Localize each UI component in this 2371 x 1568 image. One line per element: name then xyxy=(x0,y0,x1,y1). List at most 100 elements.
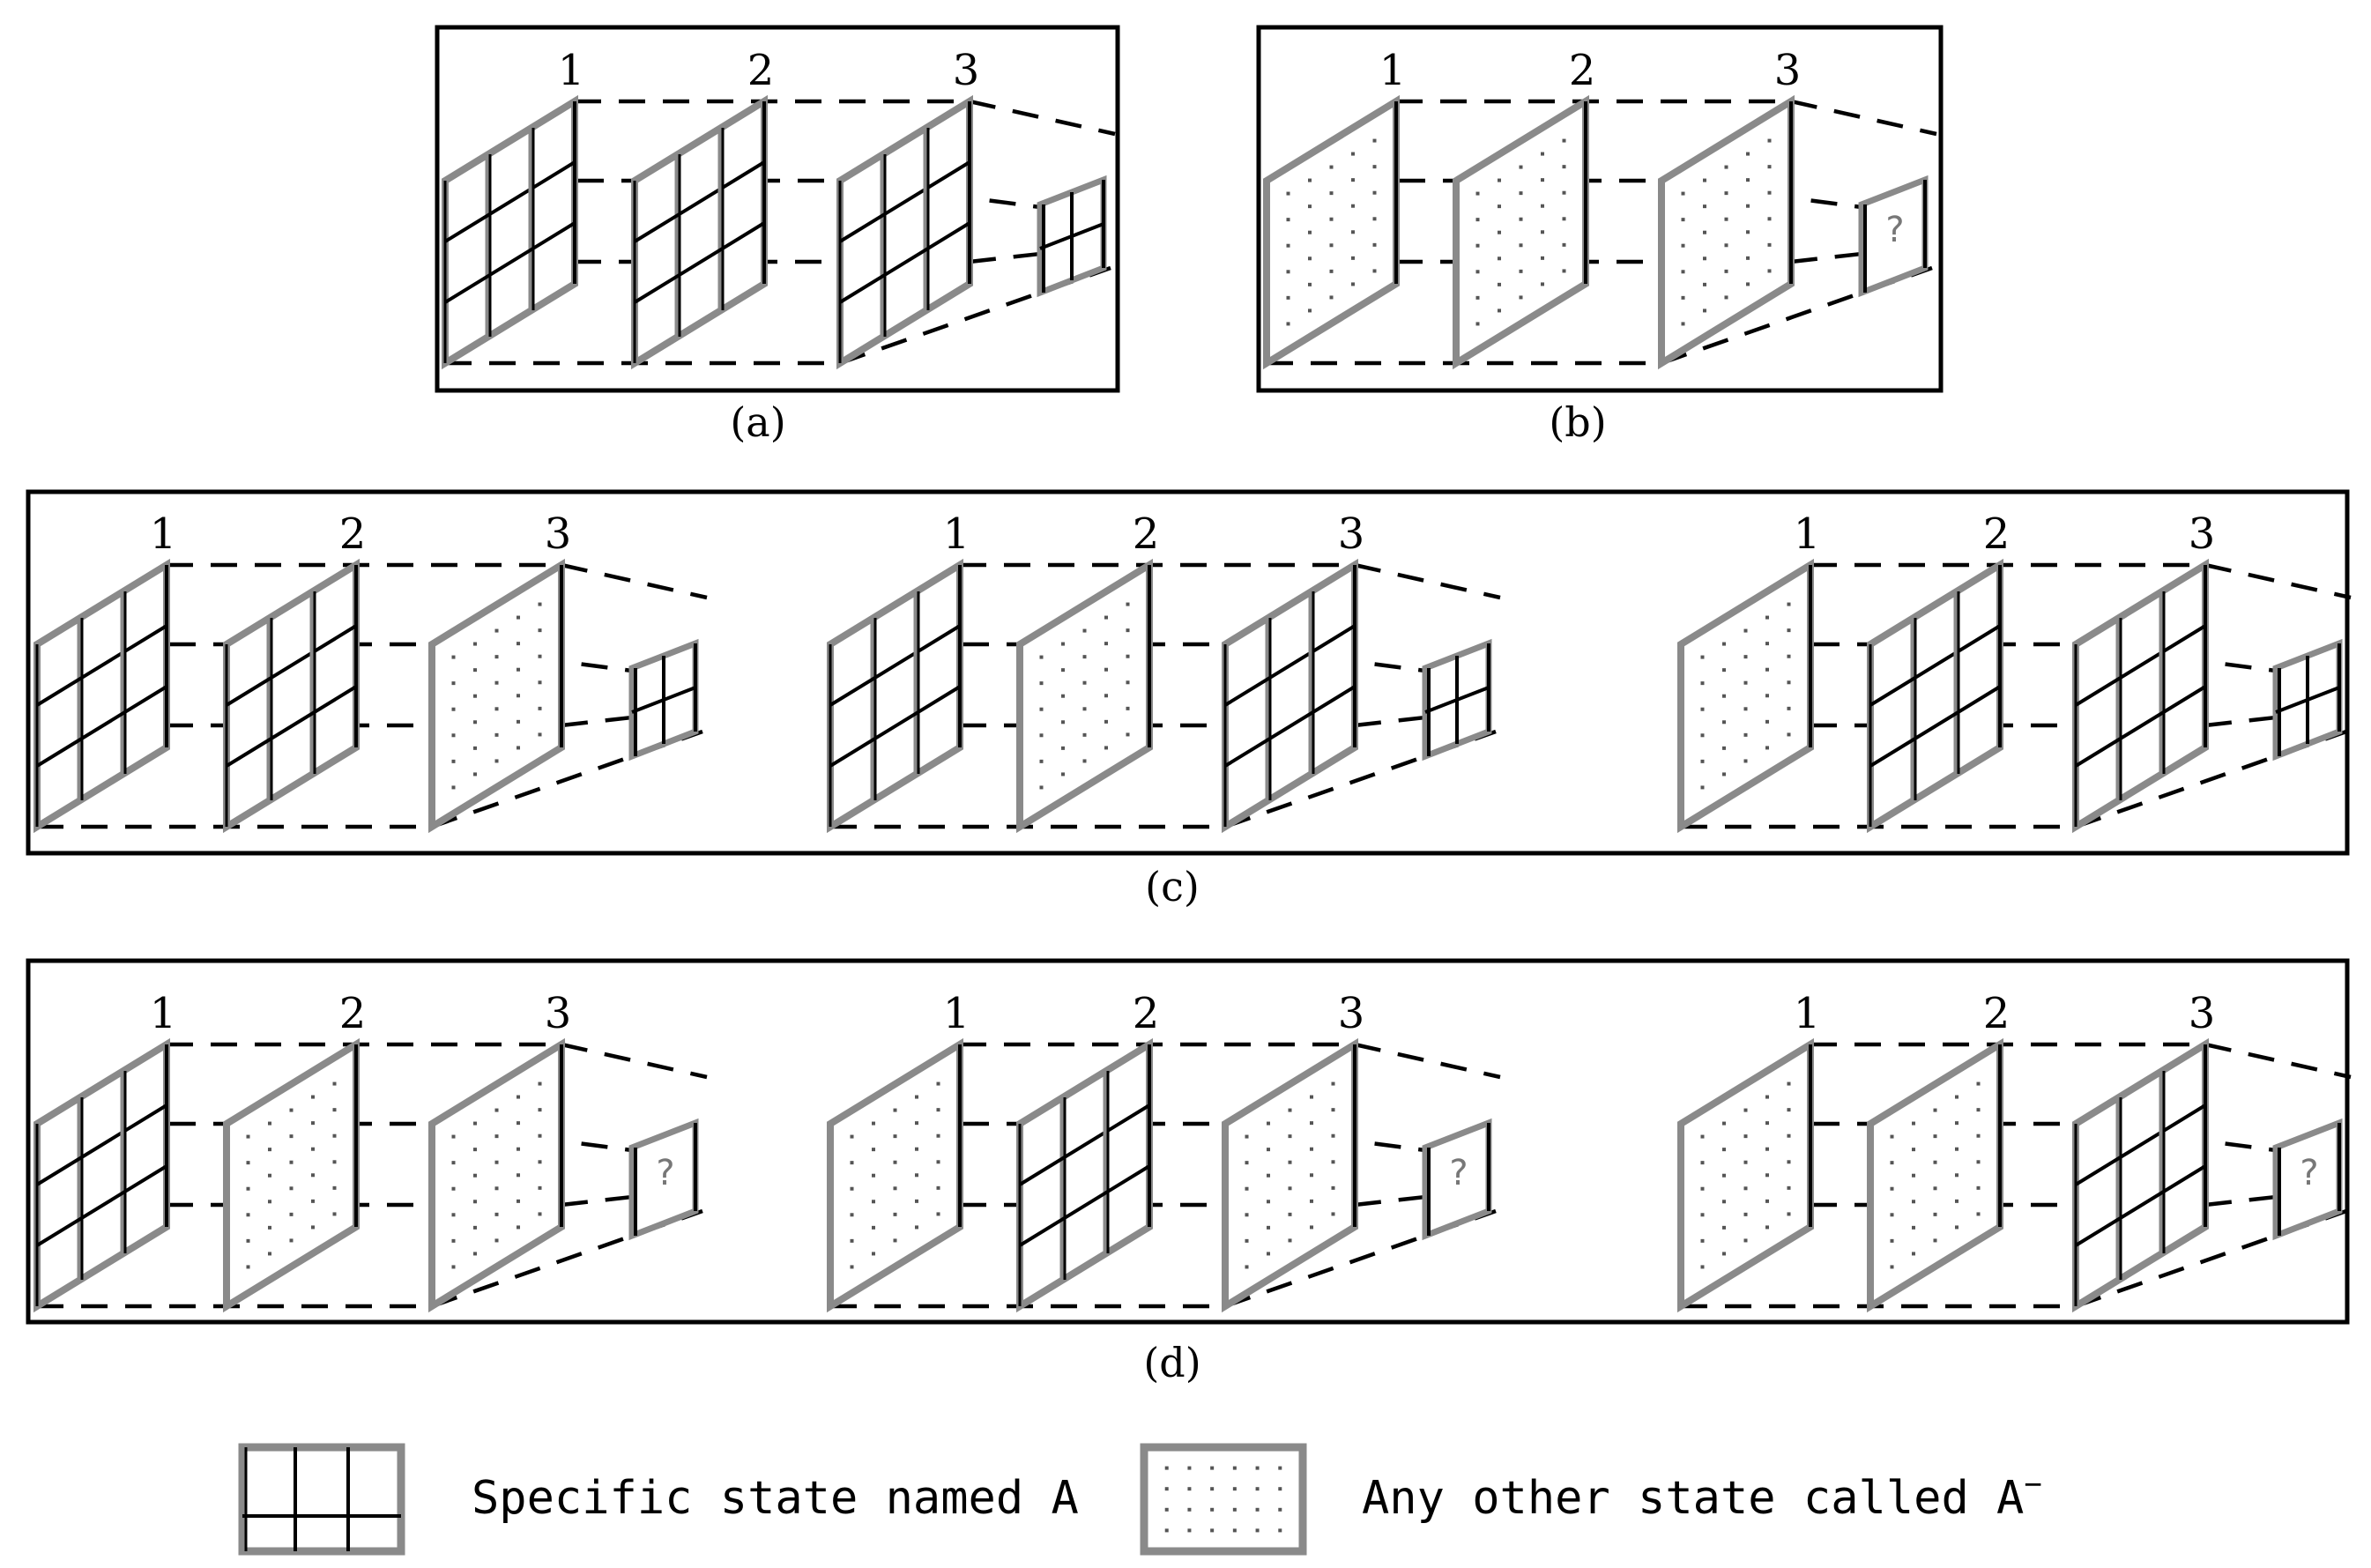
dot xyxy=(1255,1466,1260,1470)
dot xyxy=(1372,242,1377,247)
frame-outline xyxy=(1222,1037,1358,1313)
dot xyxy=(1267,1200,1270,1204)
dot xyxy=(1681,218,1685,222)
dot xyxy=(1722,1148,1726,1152)
dot xyxy=(936,1133,940,1138)
dot xyxy=(1722,1200,1726,1204)
dot xyxy=(1039,785,1044,790)
dot xyxy=(1787,602,1791,606)
dot xyxy=(517,615,520,620)
dot xyxy=(1681,295,1685,300)
dot xyxy=(872,1252,875,1256)
dot xyxy=(473,668,477,673)
dot xyxy=(1700,733,1705,738)
panel-c-group-2-frame-2-state-other xyxy=(1016,558,1153,834)
dot xyxy=(1765,1095,1769,1099)
dot xyxy=(246,1161,250,1165)
dot xyxy=(1310,1199,1313,1203)
dot xyxy=(1061,694,1065,698)
dot xyxy=(1890,1161,1894,1165)
panel-c-group-3-frame-3-state-a xyxy=(2072,558,2209,834)
dot xyxy=(517,719,520,724)
dot xyxy=(1746,178,1750,182)
frame-outline xyxy=(223,1037,360,1313)
frame-outline xyxy=(33,558,170,834)
grid-line-horizontal xyxy=(35,1104,168,1186)
step-label-3: 3 xyxy=(1338,989,1365,1038)
frame-outline xyxy=(1453,94,1589,370)
panel-b-frame xyxy=(1256,25,1944,393)
step-label-2: 2 xyxy=(1133,989,1160,1038)
dot xyxy=(1743,1238,1748,1243)
dot xyxy=(1724,165,1728,169)
dot xyxy=(1286,218,1290,222)
frame-outline xyxy=(1658,94,1795,370)
swatch-outline xyxy=(1140,1443,1307,1556)
dot xyxy=(473,642,477,646)
dot xyxy=(1912,1121,1915,1126)
dot xyxy=(517,694,520,698)
dot xyxy=(1310,1173,1313,1178)
dot xyxy=(1288,1238,1292,1243)
dot xyxy=(1331,1160,1335,1164)
target-grid-horizontal xyxy=(1039,222,1104,250)
dot xyxy=(1039,655,1044,659)
dot xyxy=(1700,1238,1705,1243)
dot xyxy=(494,1212,499,1216)
dot xyxy=(872,1173,875,1178)
grid-line-horizontal xyxy=(225,685,358,768)
dot xyxy=(936,1108,940,1112)
dot xyxy=(1126,654,1130,658)
dot xyxy=(494,680,499,685)
dot xyxy=(1061,720,1065,725)
legend-other-label: Any other state called A− xyxy=(1362,1467,2042,1525)
dot xyxy=(1743,1212,1748,1216)
panel-a-group-frame-3-state-a xyxy=(836,94,973,370)
dot xyxy=(246,1238,250,1243)
dot xyxy=(1933,1212,1937,1216)
dot xyxy=(1245,1238,1249,1243)
dot xyxy=(1329,191,1334,196)
dot xyxy=(473,1200,477,1204)
dot xyxy=(1700,1213,1705,1217)
panel-c-caption: (c) xyxy=(1145,863,1200,910)
dot xyxy=(1498,282,1501,286)
dot xyxy=(1787,628,1791,633)
dot xyxy=(451,1186,456,1191)
grid-line-horizontal xyxy=(2074,624,2207,707)
panel-b-group-target: ? xyxy=(1858,175,1929,298)
dot xyxy=(1126,602,1130,606)
dot xyxy=(1724,295,1728,300)
dot xyxy=(1164,1507,1169,1512)
dot xyxy=(1232,1507,1237,1512)
connector-line xyxy=(561,715,633,728)
target-grid-horizontal xyxy=(631,686,696,714)
dot xyxy=(473,694,477,698)
step-label-1: 1 xyxy=(150,509,177,559)
dot xyxy=(1351,204,1355,208)
panel-d-group-3-frame-2-state-other xyxy=(1867,1037,2003,1313)
dot xyxy=(1955,1147,1958,1151)
dot xyxy=(1703,204,1706,209)
dot xyxy=(1743,680,1748,685)
dot xyxy=(1743,1108,1748,1112)
dot xyxy=(1331,1185,1335,1190)
dot xyxy=(1329,243,1334,248)
dot xyxy=(1541,178,1544,182)
frame-outline xyxy=(428,1037,565,1313)
dot xyxy=(1164,1528,1169,1533)
dot xyxy=(1703,308,1706,313)
dot xyxy=(1722,642,1726,646)
dot xyxy=(1765,642,1769,646)
dot xyxy=(1498,204,1501,209)
dot xyxy=(1475,295,1480,300)
dot xyxy=(1890,1186,1894,1191)
dot xyxy=(1955,1121,1958,1126)
dot xyxy=(1787,680,1791,685)
dot xyxy=(311,1121,315,1126)
connector-line xyxy=(1354,562,1501,600)
